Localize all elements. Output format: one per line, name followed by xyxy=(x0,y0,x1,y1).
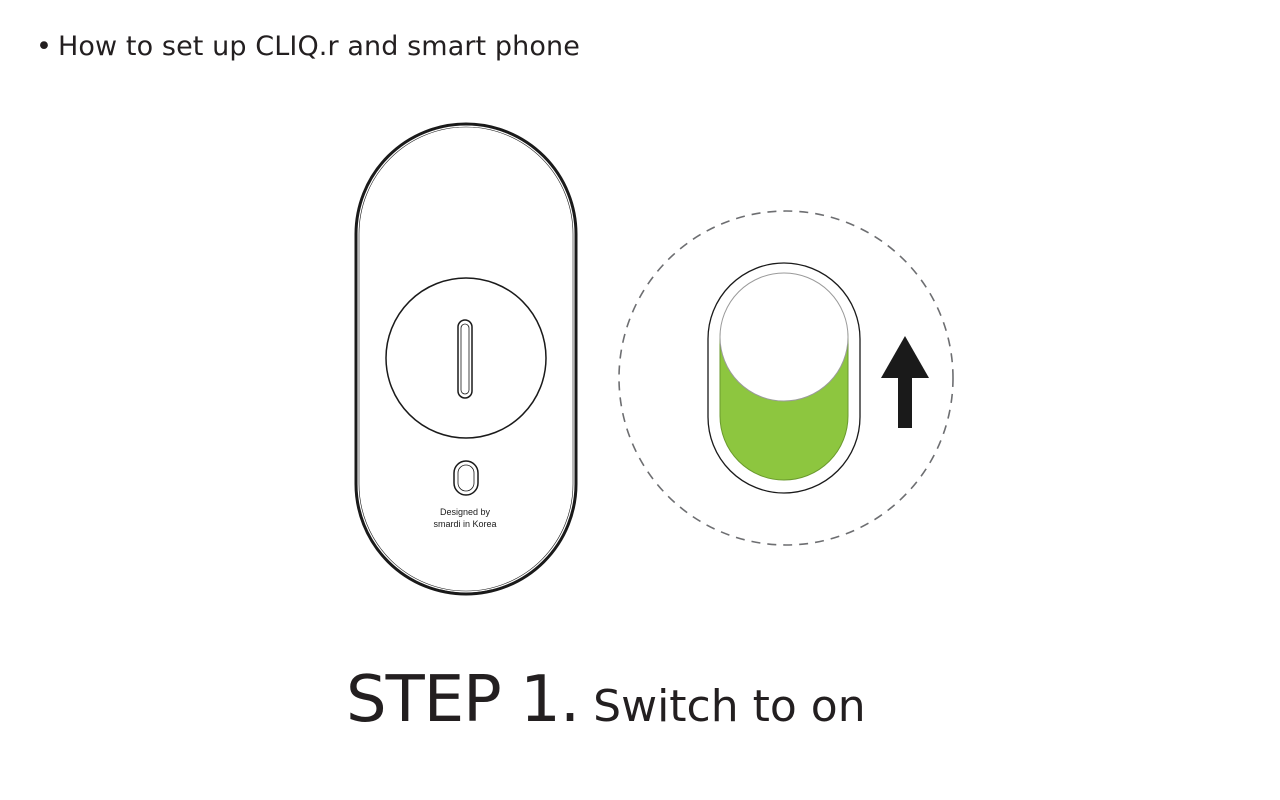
step-instruction: Switch to on xyxy=(593,681,866,732)
step-number: STEP 1. xyxy=(346,663,580,737)
zoom-dashed-circle xyxy=(618,210,954,546)
device-small-switch xyxy=(453,460,479,496)
cliqr-device: Designed by smardi in Korea xyxy=(354,122,578,596)
bullet: • xyxy=(36,31,53,62)
device-bottom-seam xyxy=(439,589,493,595)
switch-knob xyxy=(719,272,849,402)
device-inner-edge xyxy=(358,126,574,592)
step-caption: STEP 1. Switch to on xyxy=(346,660,866,747)
button-slot-inner xyxy=(460,323,470,395)
switch-detail xyxy=(618,210,954,546)
device-label-line2: smardi in Korea xyxy=(433,519,496,529)
arrow-up-icon xyxy=(881,336,929,428)
device-label-line1: Designed by xyxy=(440,507,491,517)
page-heading: •How to set up CLIQ.r and smart phone xyxy=(36,28,580,66)
button-slot xyxy=(457,319,473,399)
device-small-switch-inner xyxy=(457,464,475,492)
heading-text: How to set up CLIQ.r and smart phone xyxy=(58,31,580,62)
